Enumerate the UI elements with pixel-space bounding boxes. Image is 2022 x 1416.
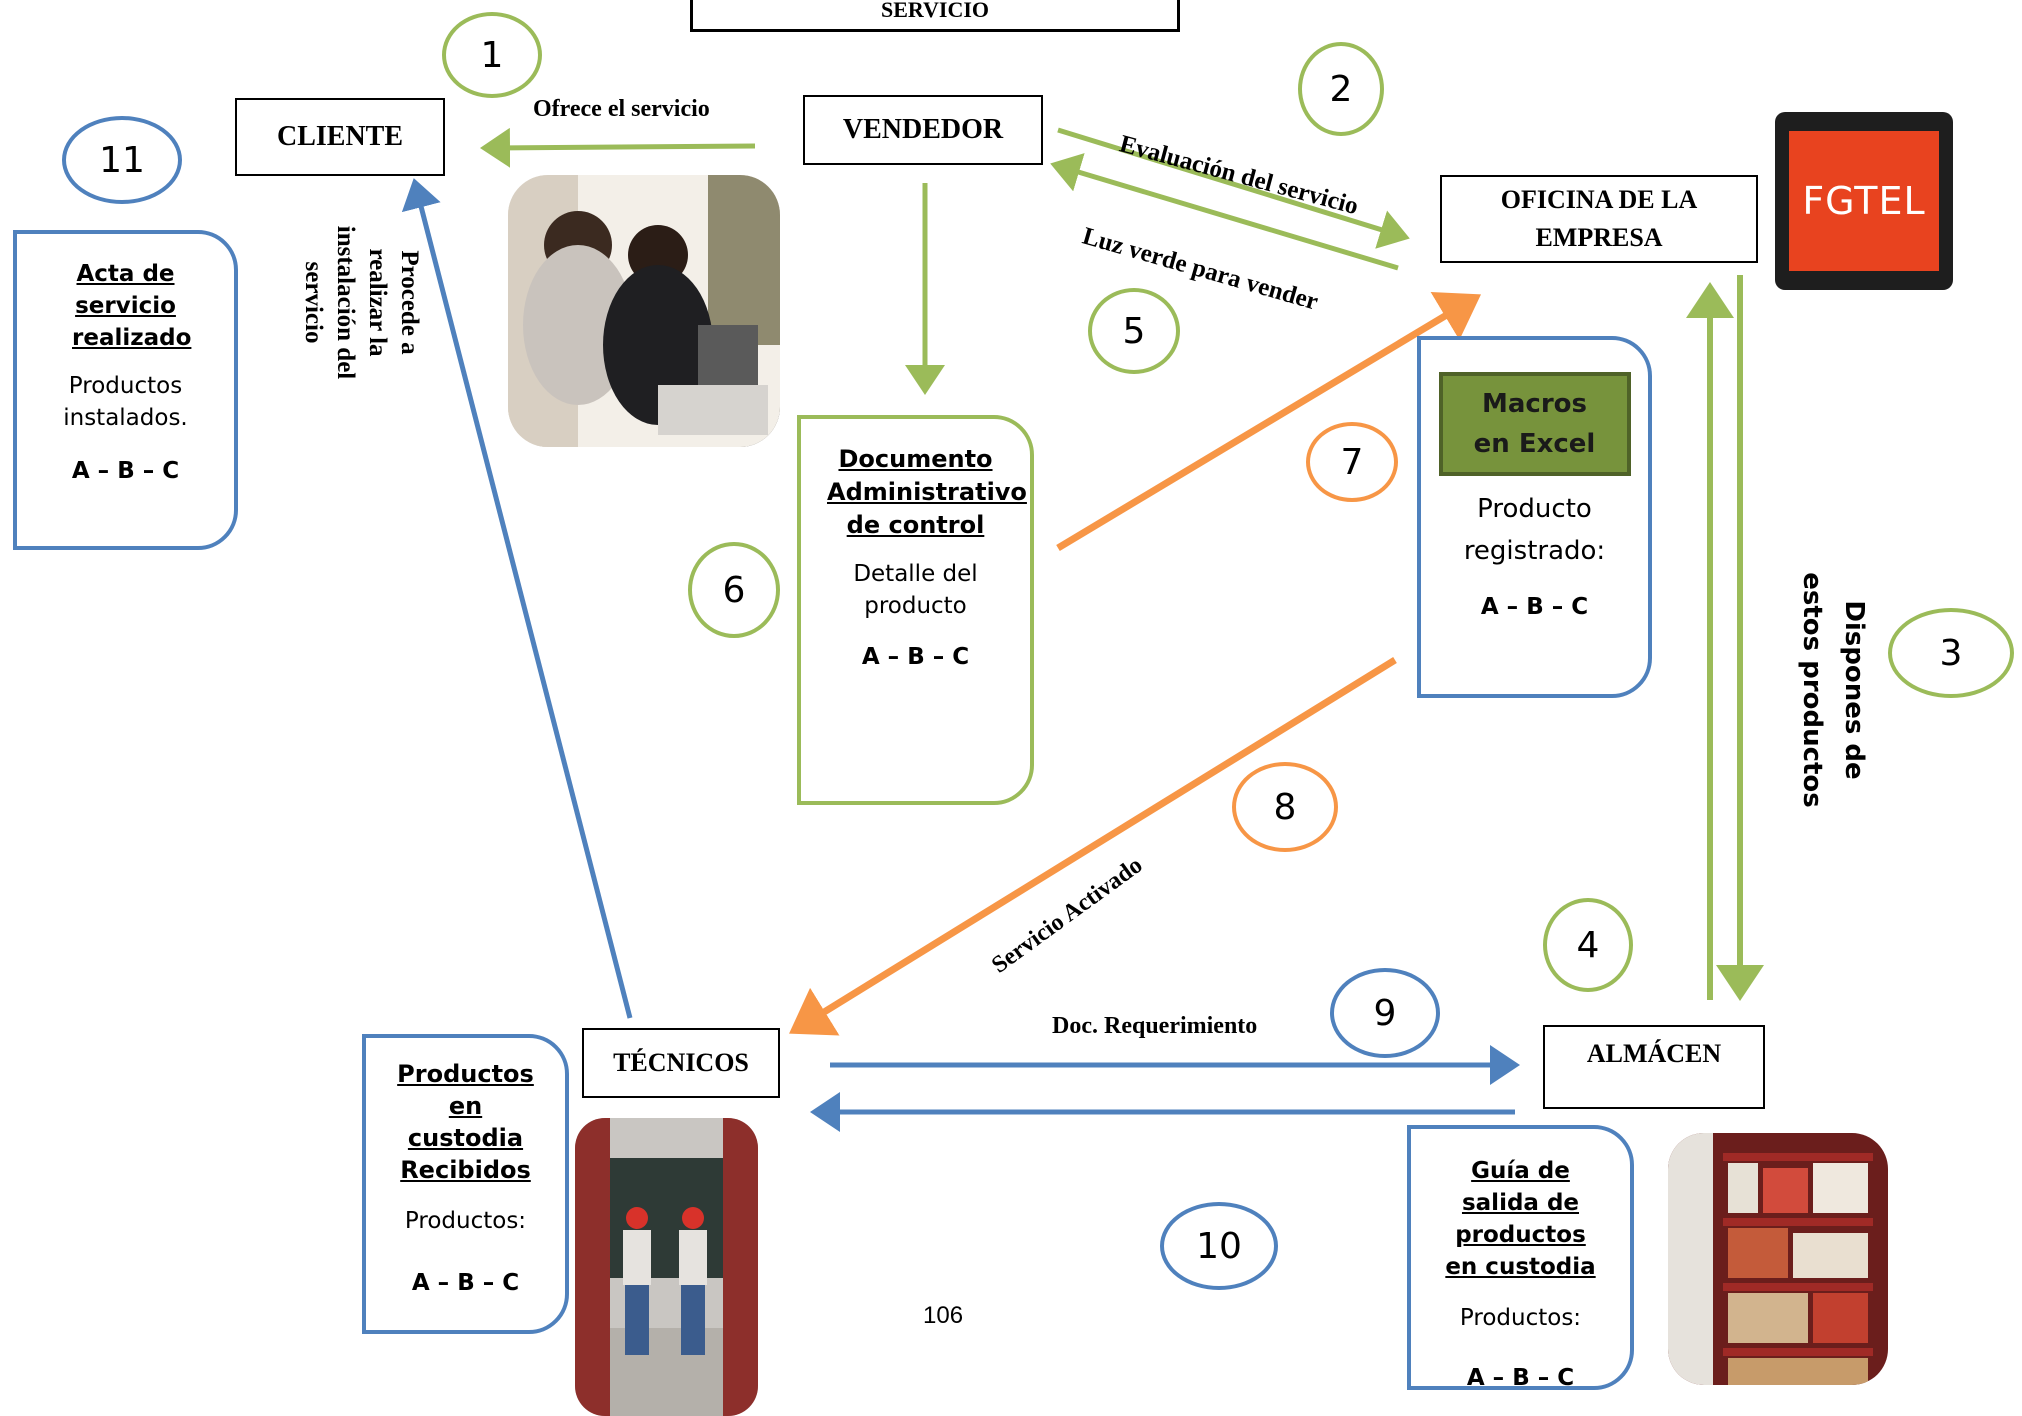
label-ofrece-servicio: Ofrece el servicio <box>533 96 710 122</box>
card-acta-title: Acta de servicio realizado <box>72 261 192 351</box>
arrow-instalacion <box>401 178 633 1019</box>
step-5-label: 5 <box>1122 310 1146 352</box>
macros-excel-header-text: Macros en Excel <box>1473 389 1596 459</box>
label-dispones-productos: Dispones de estos productos <box>1797 572 1869 808</box>
step-7-label: 7 <box>1340 441 1364 483</box>
node-tecnicos: TÉCNICOS <box>582 1028 780 1098</box>
card-macros-excel: Macros en Excel Producto registrado: A –… <box>1417 336 1652 698</box>
tecnicos-photo <box>575 1118 758 1416</box>
step-1-label: 1 <box>480 34 504 76</box>
card-productos-custodia: Productos en custodia Recibidos Producto… <box>362 1034 569 1334</box>
step-8-label: 8 <box>1273 786 1297 828</box>
arrow-servicio-activado <box>789 657 1397 1036</box>
node-vendedor-label: VENDEDOR <box>842 114 1004 145</box>
card-acta-servicio: Acta de servicio realizado Productos ins… <box>13 230 238 550</box>
step-1-circle: 1 <box>442 12 542 98</box>
step-4-circle: 4 <box>1543 898 1633 992</box>
node-almacen: ALMÁCEN <box>1543 1025 1765 1109</box>
node-vendedor: VENDEDOR <box>803 95 1043 165</box>
step-2-circle: 2 <box>1298 42 1384 136</box>
card-macros-body: Producto registrado: <box>1463 494 1606 566</box>
step-11-circle: 11 <box>62 116 182 204</box>
card-documento-administrativo: Documento Administrativo de control Deta… <box>797 415 1034 805</box>
card-documento-title: Documento Administrativo de control <box>827 445 1027 539</box>
step-4-label: 4 <box>1576 924 1600 966</box>
step-3-label: 3 <box>1939 632 1963 674</box>
step-10-label: 10 <box>1196 1225 1242 1267</box>
label-doc-requerimiento: Doc. Requerimiento <box>1052 1013 1258 1039</box>
node-cliente-label: CLIENTE <box>276 121 404 152</box>
card-documento-items: A – B – C <box>861 644 970 670</box>
step-11-label: 11 <box>99 139 145 181</box>
card-guia-title: Guía de salida de productos en custodia <box>1445 1158 1596 1280</box>
step-2-label: 2 <box>1329 68 1353 110</box>
arrow-ofrece-servicio <box>480 127 756 168</box>
step-5-circle: 5 <box>1088 288 1180 374</box>
card-acta-body: Productos instalados. <box>63 373 188 431</box>
label-instalacion: Procede a realizar la instalación del se… <box>300 225 423 380</box>
card-custodia-items: A – B – C <box>411 1270 520 1296</box>
step-8-circle: 8 <box>1232 762 1338 852</box>
fgtel-logo-text: FGTEL <box>1802 179 1926 223</box>
arrow-luz-verde <box>1050 153 1399 271</box>
card-guia-body: Productos: <box>1459 1305 1582 1331</box>
node-tecnicos-label: TÉCNICOS <box>613 1048 749 1077</box>
card-guia-salida: Guía de salida de productos en custodia … <box>1407 1125 1634 1391</box>
step-3-circle: 3 <box>1888 608 2014 698</box>
step-6-label: 6 <box>722 569 746 611</box>
card-custodia-body: Productos: <box>404 1208 527 1234</box>
card-guia-items: A – B – C <box>1466 1365 1575 1391</box>
fgtel-logo: FGTEL <box>1775 112 1953 290</box>
card-documento-body: Detalle del producto <box>853 561 978 619</box>
diagram-title: SERVICIO <box>880 0 990 22</box>
node-almacen-label: ALMÁCEN <box>1586 1039 1722 1068</box>
card-custodia-title: Productos en custodia Recibidos <box>397 1060 534 1184</box>
arrow-evaluacion <box>1057 127 1410 249</box>
page-number: 106 <box>923 1302 964 1329</box>
step-9-label: 9 <box>1373 992 1397 1034</box>
step-7-circle: 7 <box>1306 422 1398 502</box>
step-10-circle: 10 <box>1160 1202 1278 1290</box>
vendedor-meeting-photo <box>508 175 780 447</box>
card-acta-items: A – B – C <box>71 458 180 484</box>
diagram-title-box: SERVICIO <box>690 0 1180 32</box>
card-macros-items: A – B – C <box>1480 594 1589 620</box>
macros-excel-header: Macros en Excel <box>1438 372 1631 476</box>
almacen-shelves-photo <box>1668 1133 1888 1385</box>
node-cliente: CLIENTE <box>235 98 445 176</box>
arrow-documento-oficina <box>1056 291 1482 552</box>
node-oficina-label: OFICINA DE LA EMPRESA <box>1500 185 1698 252</box>
node-oficina: OFICINA DE LA EMPRESA <box>1440 175 1758 263</box>
step-9-circle: 9 <box>1330 968 1440 1058</box>
step-6-circle: 6 <box>688 542 780 638</box>
